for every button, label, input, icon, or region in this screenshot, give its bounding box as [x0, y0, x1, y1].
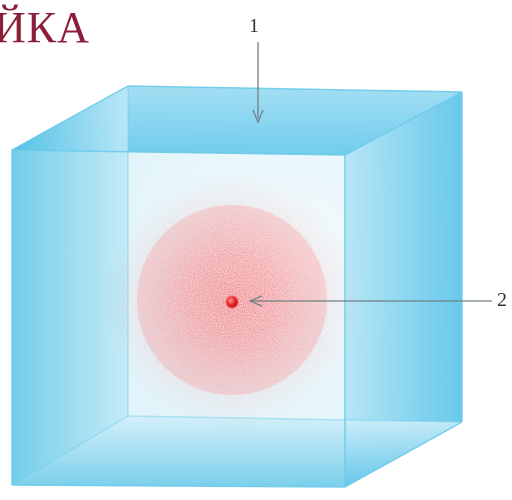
callout-label-1: 1 — [249, 15, 259, 37]
cube-right-face — [345, 92, 462, 487]
cube-left-face — [12, 86, 128, 485]
cube-edges — [11, 85, 463, 488]
cube-bottom-face — [12, 416, 462, 487]
leader-line-1 — [252, 42, 264, 124]
leader-line-2 — [248, 295, 492, 307]
callout-label-2: 2 — [497, 289, 507, 311]
figure-title: ЙКА — [0, 3, 90, 52]
nucleus — [225, 295, 239, 309]
